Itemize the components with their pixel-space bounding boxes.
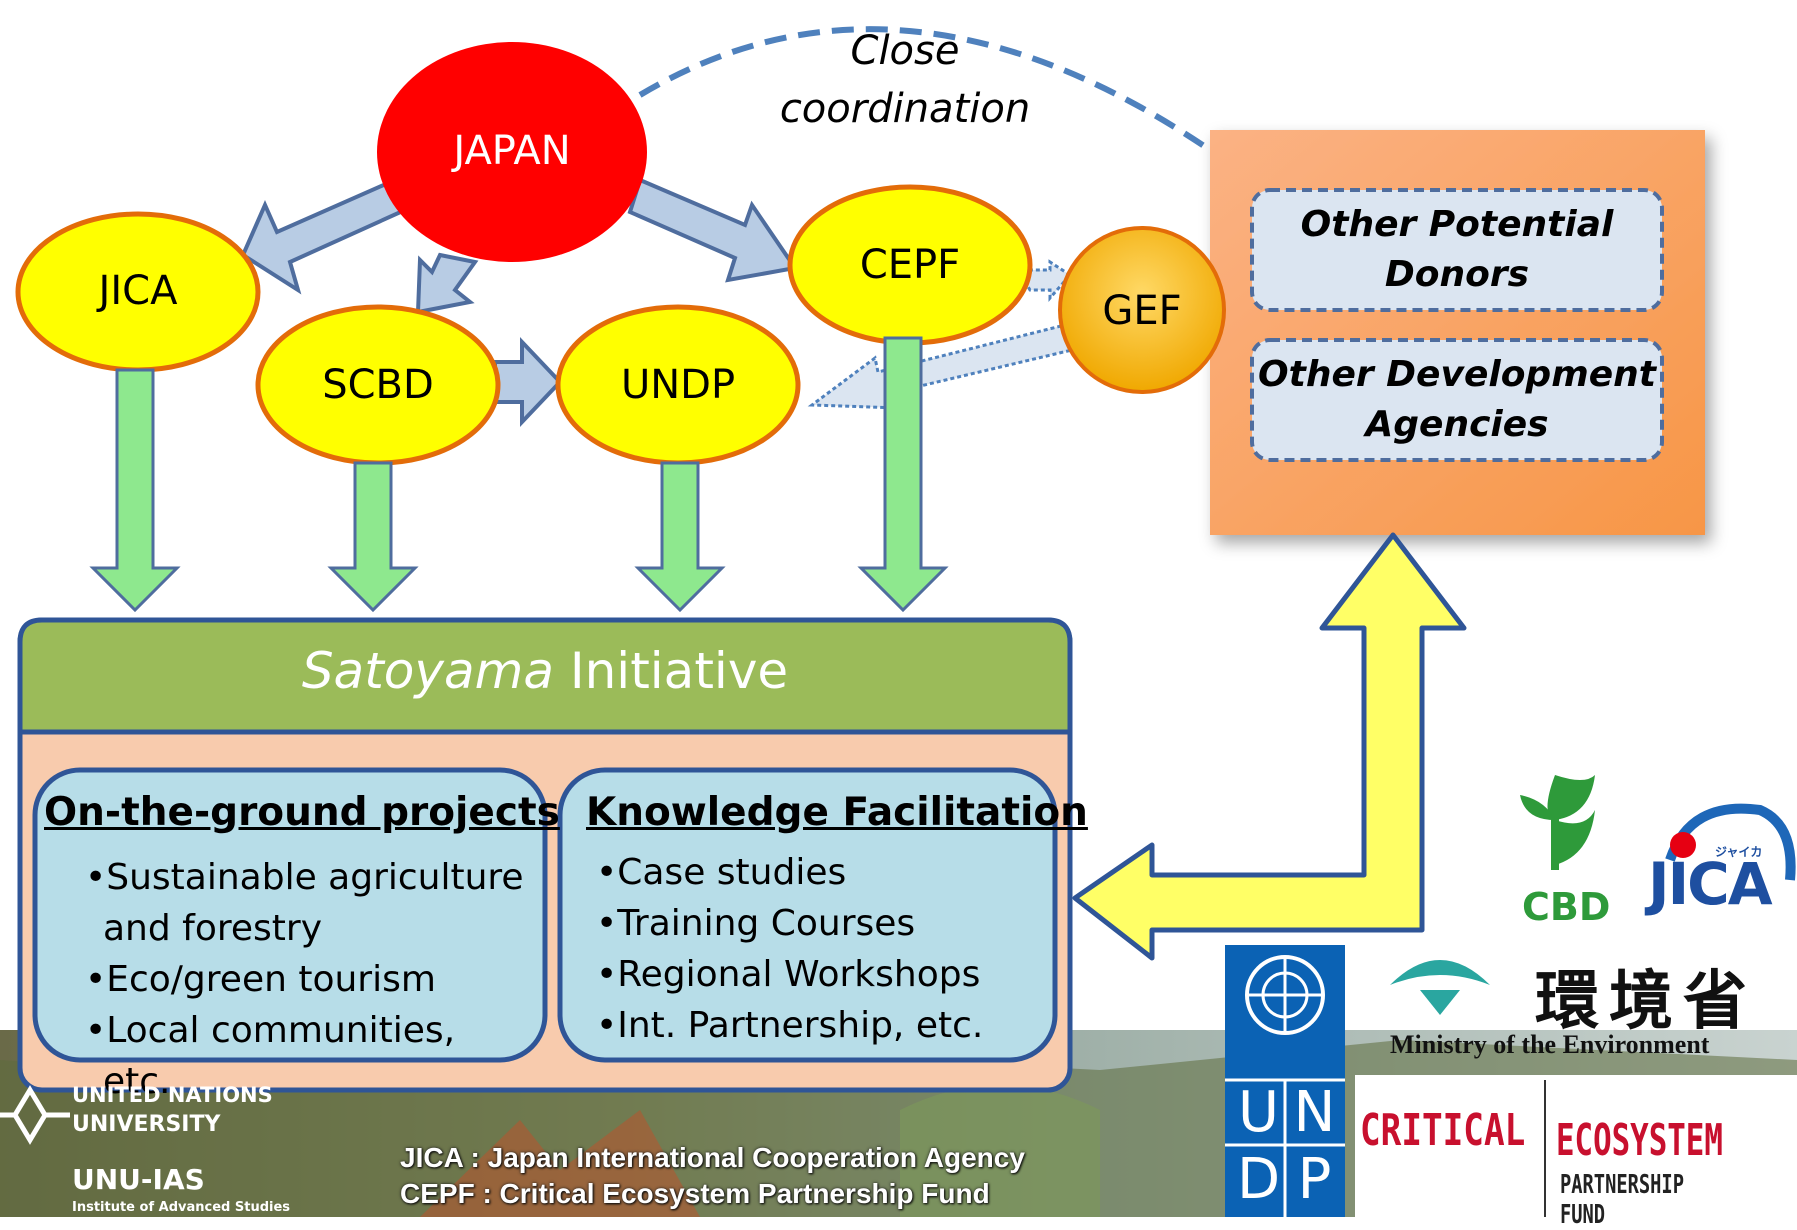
other-agencies-box	[1250, 338, 1664, 462]
arrow-japan-to-cepf	[627, 177, 799, 283]
unu-logo-line2: UNIVERSITY	[72, 1112, 221, 1137]
cbd-logo-label: CBD	[1522, 885, 1611, 929]
other-donors-box	[1250, 188, 1664, 312]
other-agencies-line1: Other Development	[1258, 354, 1656, 395]
arrow-scbd-to-undp	[493, 336, 563, 428]
other-agencies-line2: Agencies	[1365, 404, 1549, 445]
undp-letter-p: P	[1297, 1147, 1332, 1212]
arrow-undp-down	[634, 461, 726, 613]
moe-logo-english: Ministry of the Environment	[1390, 1030, 1710, 1059]
list-item: Int. Partnership, etc.	[596, 1000, 1036, 1051]
moe-logo-icon	[1390, 960, 1490, 1015]
scbd-label: SCBD	[322, 362, 434, 408]
gef-label: GEF	[1102, 288, 1182, 334]
unu-ias-label: UNU-IAS	[72, 1163, 205, 1196]
cbd-logo-icon	[1520, 775, 1595, 870]
unu-ias-sub: Institute of Advanced Studies	[72, 1200, 291, 1215]
list-item: Training Courses	[596, 898, 1036, 949]
other-donors-label: Other Potential Donors	[1252, 200, 1662, 300]
moe-logo-kanji: 環境省	[1535, 965, 1757, 1039]
arrow-cepf-down	[857, 336, 949, 613]
close-coordination-line1: Close	[850, 28, 960, 74]
satoyama-title: Satoyama Initiative	[20, 642, 1070, 700]
japan-node	[377, 42, 647, 262]
knowledge-list: Case studies Training Courses Regional W…	[596, 847, 1036, 1051]
yellow-connector-arrow	[1072, 532, 1467, 961]
undp-letter-d: D	[1236, 1147, 1281, 1212]
undp-logo	[1225, 945, 1345, 1217]
cepf-logo-critical: CRITICAL	[1360, 1105, 1526, 1156]
jica-logo-kana: ジャイカ	[1715, 845, 1763, 859]
close-coordination-line2: coordination	[779, 86, 1031, 132]
gef-node	[1058, 226, 1226, 394]
cepf-logo-partnership: PARTNERSHIP FUND	[1560, 1170, 1684, 1230]
undp-label: UNDP	[620, 362, 736, 408]
unu-logo-line1: UNITED NATIONS	[72, 1083, 273, 1107]
jica-logo-icon	[1665, 803, 1796, 881]
arrow-jica-down	[89, 368, 181, 613]
other-donors-line2: Donors	[1384, 254, 1530, 295]
jica-logo-label: JICA	[1648, 850, 1773, 918]
close-coordination-arc	[638, 26, 1212, 153]
footer-cepf-definition: CEPF : Critical Ecosystem Partnership Fu…	[400, 1178, 990, 1209]
unu-logo-icon	[0, 1085, 70, 1145]
undp-letter-u: U	[1238, 1080, 1279, 1145]
arrow-scbd-down	[327, 461, 419, 613]
japan-label: JAPAN	[453, 128, 571, 174]
satoyama-header	[17, 617, 1073, 735]
other-agencies-label: Other Development Agencies	[1252, 350, 1662, 450]
satoyama-title-rest: Initiative	[553, 642, 789, 700]
other-donors-line1: Other Potential	[1300, 204, 1614, 245]
knowledge-panel-title: Knowledge Facilitation	[586, 790, 1088, 835]
arrow-japan-to-scbd	[415, 252, 479, 315]
jica-label: JICA	[98, 268, 178, 314]
list-item: Eco/green tourism	[85, 954, 525, 1005]
ground-panel-title: On-the-ground projects	[44, 790, 560, 835]
list-item: Regional Workshops	[596, 949, 1036, 1000]
list-item: Case studies	[596, 847, 1036, 898]
arrow-japan-to-jica	[240, 177, 408, 295]
list-item: Sustainable agriculture and forestry	[85, 852, 525, 954]
cepf-label: CEPF	[859, 242, 961, 288]
cepf-logo-ecosystem: ECOSYSTEM	[1556, 1115, 1723, 1166]
list-item: Local communities, etc.	[85, 1005, 525, 1107]
footer-jica-definition: JICA : Japan International Cooperation A…	[400, 1142, 1025, 1173]
close-coordination-label: Close coordination	[740, 22, 1070, 138]
undp-letter-n: N	[1293, 1080, 1336, 1145]
cepf-logo-box	[1355, 1075, 1797, 1217]
ground-list: Sustainable agriculture and forestry Eco…	[85, 852, 525, 1107]
satoyama-title-italic: Satoyama	[301, 642, 554, 700]
arrow-gef-to-undp	[807, 323, 1074, 410]
